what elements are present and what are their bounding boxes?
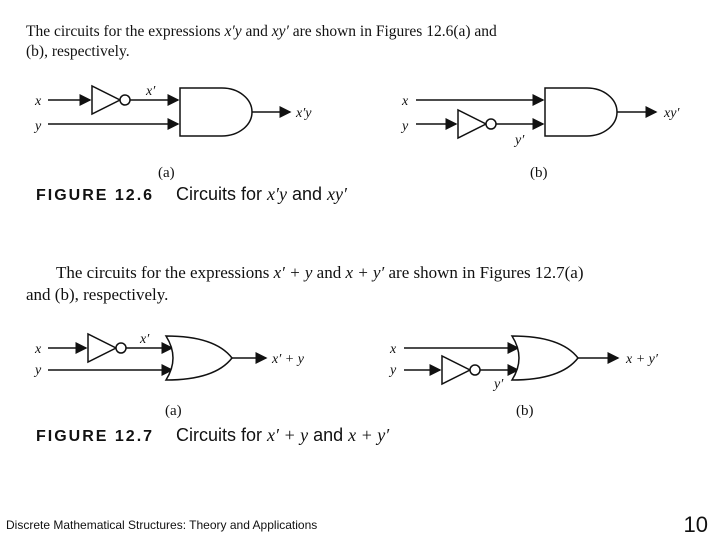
text: (b), respectively. [26, 43, 130, 60]
text: Circuits for [176, 425, 268, 445]
not-gate [457, 108, 488, 140]
text: and (b), respectively. [26, 285, 169, 304]
expression: x′y [224, 23, 242, 40]
text: are shown in Figures 12.6(a) and [288, 23, 497, 40]
caption-b: (b) [530, 165, 548, 181]
expression: xy′ [327, 184, 347, 204]
page-number: 10 [683, 512, 708, 537]
expression: x′y [267, 184, 287, 204]
figure-label: FIGURE 12.7 [36, 428, 155, 445]
expression: x′ + y [273, 263, 313, 282]
text: and [312, 263, 346, 282]
expression: x′ + y [267, 425, 309, 445]
inverter-output-label: y′ [492, 377, 504, 392]
inverter-output-label: x′ [145, 84, 156, 99]
expression: xy′ [271, 23, 289, 40]
text: are shown in Figures 12.7(a) [384, 263, 584, 282]
input-y-label: y [400, 119, 409, 134]
input-y-label: y [388, 363, 397, 378]
caption-a: (a) [165, 403, 182, 419]
or-gate [510, 335, 579, 381]
text: and [286, 184, 328, 204]
inverter-output-label: x′ [139, 332, 150, 347]
not-gate [87, 332, 118, 364]
paragraph-fig-12-6: The circuits for the expressions x′y and… [26, 22, 586, 62]
inverter-output-label: y′ [513, 133, 525, 148]
input-y-label: y [33, 119, 42, 134]
input-x-label: x [34, 342, 42, 357]
figure-title: Circuits for x′y and xy′ [176, 184, 347, 204]
circuit-12-7b: x y y′ x + y′ (b) [388, 335, 659, 419]
figure-title: Circuits for x′ + y and x + y′ [176, 425, 389, 445]
figure-12-7-caption: FIGURE 12.7 Circuits for x′ + y and x + … [36, 425, 389, 446]
or-gate [164, 335, 233, 381]
figure-label: FIGURE 12.6 [36, 187, 155, 204]
circuit-12-6a: x y x′ x′y (a) [33, 84, 312, 181]
output-label: x′y [295, 106, 312, 121]
figure-12-6-diagram: x y x′ x′y (a) x y y′ xy′ (b) [33, 84, 680, 181]
input-x-label: x [34, 94, 42, 109]
caption-b: (b) [516, 403, 534, 419]
caption-a: (a) [158, 165, 175, 181]
expression: x + y′ [345, 263, 385, 282]
input-x-label: x [401, 94, 409, 109]
figure-12-6-caption: FIGURE 12.6 Circuits for x′y and xy′ [36, 184, 347, 205]
not-gate [441, 354, 472, 386]
text: and [308, 425, 349, 445]
footer-book-title: Discrete Mathematical Structures: Theory… [6, 518, 318, 532]
paragraph-fig-12-7: The circuits for the expressions x′ + y … [26, 262, 686, 306]
and-gate [179, 87, 253, 137]
expression: x + y′ [348, 425, 390, 445]
figure-12-7-diagram: x y x′ x′ + y (a) x y y′ x + y′ (b) [33, 332, 659, 419]
text: and [241, 23, 272, 40]
text: Circuits for [176, 184, 268, 204]
text: The circuits for the expressions [26, 23, 225, 40]
output-label: x′ + y [271, 352, 305, 367]
not-gate [91, 84, 122, 116]
circuit-12-7a: x y x′ x′ + y (a) [33, 332, 305, 419]
input-y-label: y [33, 363, 42, 378]
circuit-12-6b: x y y′ xy′ (b) [400, 87, 680, 181]
input-x-label: x [389, 342, 397, 357]
text: The circuits for the expressions [56, 263, 274, 282]
and-gate [544, 87, 618, 137]
output-label: x + y′ [625, 352, 659, 367]
output-label: xy′ [663, 106, 680, 121]
